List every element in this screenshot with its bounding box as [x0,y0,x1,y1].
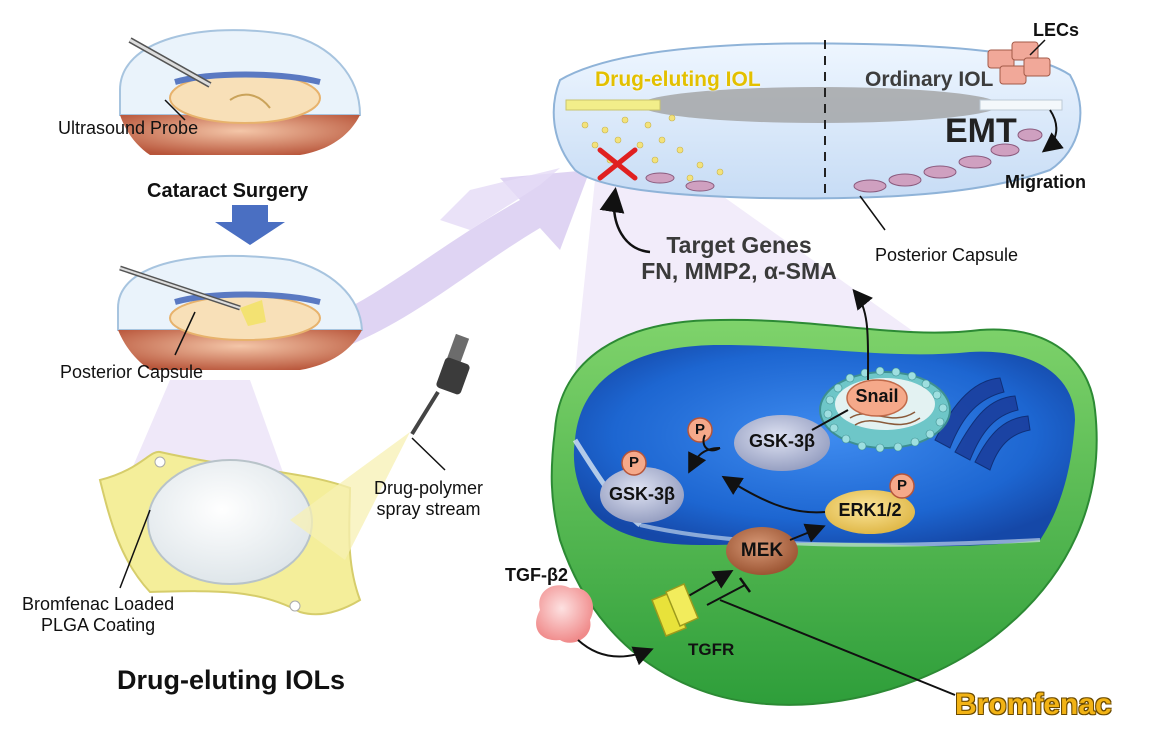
label-drug-eluting-iol: Drug-eluting IOL [595,68,761,91]
node-snail: Snail [855,386,899,406]
label-tgfr: TGFR [688,640,735,659]
label-ordinary-iol: Ordinary IOL [865,68,994,91]
node-mek: MEK [740,540,784,561]
eye-surgery-top [119,29,362,155]
label-posterior-capsule-right: Posterior Capsule [875,245,1019,265]
label-drug-polymer-line1: Drug-polymer [374,478,484,498]
label-drug-eluting-iols: Drug-eluting IOLs [117,665,345,695]
label-bromfenac-loaded-line1: Bromfenac Loaded [22,594,175,614]
node-erk12: ERK1/2 [838,500,902,520]
node-gsk3b-phosphorylated: GSK-3β [609,484,675,504]
label-tgf-b2: TGF-β2 [505,565,568,585]
label-target-genes-list: FN, MMP2, α-SMA [641,258,837,285]
phospho-badge-gsk: P [694,421,705,438]
label-posterior-capsule-left: Posterior Capsule [60,362,204,382]
label-migration: Migration [1005,172,1086,192]
label-bromfenac: Bromfenac [955,688,1112,721]
label-emt: EMT [945,112,1017,150]
label-target-genes: Target Genes FN, MMP2, α-SMA [624,232,854,285]
spray-nozzle [290,333,470,560]
label-drug-polymer-line2: spray stream [376,498,481,519]
label-bromfenac-loaded-line2: PLGA Coating [41,614,156,635]
node-gsk3b: GSK-3β [749,431,815,451]
phospho-badge-gsk-p: P [628,454,639,471]
flow-arrow-upper [440,168,560,230]
eye-surgery-bottom [117,254,364,370]
surgery-down-arrow [215,205,285,245]
label-bromfenac-loaded: Bromfenac Loaded PLGA Coating [22,594,174,635]
label-ultrasound-probe: Ultrasound Probe [58,118,199,138]
phospho-badge-erk: P [896,477,907,494]
cell-cutaway [536,288,1098,706]
tgf-receptor [651,583,699,637]
capsule-cross-section [552,39,1082,254]
inhibition-cross-mark [597,147,638,181]
coated-iol [98,450,362,616]
label-cataract-surgery: Cataract Surgery [147,180,309,202]
label-target-genes-title: Target Genes [666,232,812,258]
label-lecs: LECs [1033,20,1080,40]
label-drug-polymer-spray: Drug-polymer spray stream [374,478,483,519]
flow-arrow-large [300,170,590,345]
